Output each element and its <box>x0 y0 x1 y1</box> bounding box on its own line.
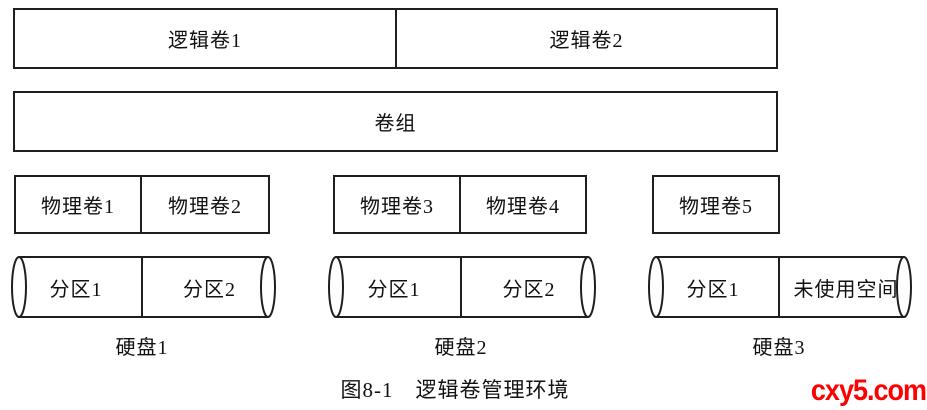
physical-volume-5-label: 物理卷5 <box>679 196 753 218</box>
disk-2-cylinder-shape <box>328 256 596 318</box>
physical-volume-group-3-box: 物理卷5 <box>652 175 780 234</box>
logical-volumes-box: 逻辑卷1 逻辑卷2 <box>13 8 778 69</box>
disk-2-cylinder: 分区1 分区2 <box>327 255 597 319</box>
disk-1-cylinder: 分区1 分区2 <box>10 255 277 319</box>
disk-1-label: 硬盘1 <box>115 337 169 359</box>
disk-1-cylinder-shape <box>11 256 276 318</box>
logical-volume-2-label: 逻辑卷2 <box>549 30 624 52</box>
physical-volume-group-2-box: 物理卷3 物理卷4 <box>333 175 587 234</box>
physical-volume-2-cell: 物理卷2 <box>142 177 268 232</box>
disk-1-partition-1: 分区1 <box>10 255 142 319</box>
logical-volume-1-cell: 逻辑卷1 <box>15 10 397 67</box>
physical-volume-1-label: 物理卷1 <box>41 196 115 218</box>
disk-3-unused-space: 未使用空间 <box>779 255 913 319</box>
figure-caption: 图8-1 逻辑卷管理环境 <box>0 374 910 404</box>
site-watermark: cxy5.com <box>810 374 927 407</box>
disk-1-partition-1-label: 分区1 <box>49 278 103 301</box>
physical-volume-3-label: 物理卷3 <box>360 196 434 218</box>
figure-number: 图8-1 <box>340 378 394 402</box>
disk-3-partition-1-label: 分区1 <box>686 278 740 301</box>
disk-3-partition-1: 分区1 <box>647 255 779 319</box>
disk-3-cylinder: 分区1 未使用空间 <box>647 255 913 319</box>
logical-volume-2-cell: 逻辑卷2 <box>397 10 776 67</box>
volume-group-label: 卷组 <box>374 113 417 135</box>
physical-volume-5-cell: 物理卷5 <box>654 177 778 232</box>
disk-2-partition-1: 分区1 <box>327 255 461 319</box>
logical-volume-1-label: 逻辑卷1 <box>168 30 242 52</box>
disk-3-label: 硬盘3 <box>752 337 806 359</box>
physical-volume-4-cell: 物理卷4 <box>461 177 585 232</box>
disk-3-cylinder-shape <box>648 256 912 318</box>
disk-1-partition-2: 分区2 <box>142 255 277 319</box>
disk-2-label: 硬盘2 <box>434 337 488 359</box>
volume-group-box: 卷组 <box>13 91 778 152</box>
disk-2-partition-2-label: 分区2 <box>502 278 556 301</box>
disk-3-unused-space-label: 未使用空间 <box>793 278 899 301</box>
volume-group-cell: 卷组 <box>15 93 776 150</box>
figure-title: 逻辑卷管理环境 <box>415 378 570 402</box>
physical-volume-1-cell: 物理卷1 <box>16 177 142 232</box>
disk-1-partition-2-label: 分区2 <box>183 278 236 301</box>
disk-2-partition-1-label: 分区1 <box>367 278 421 301</box>
disk-2-partition-2: 分区2 <box>461 255 597 319</box>
physical-volume-3-cell: 物理卷3 <box>335 177 461 232</box>
physical-volume-2-label: 物理卷2 <box>168 196 242 218</box>
physical-volume-group-1-box: 物理卷1 物理卷2 <box>14 175 270 234</box>
physical-volume-4-label: 物理卷4 <box>486 196 560 218</box>
